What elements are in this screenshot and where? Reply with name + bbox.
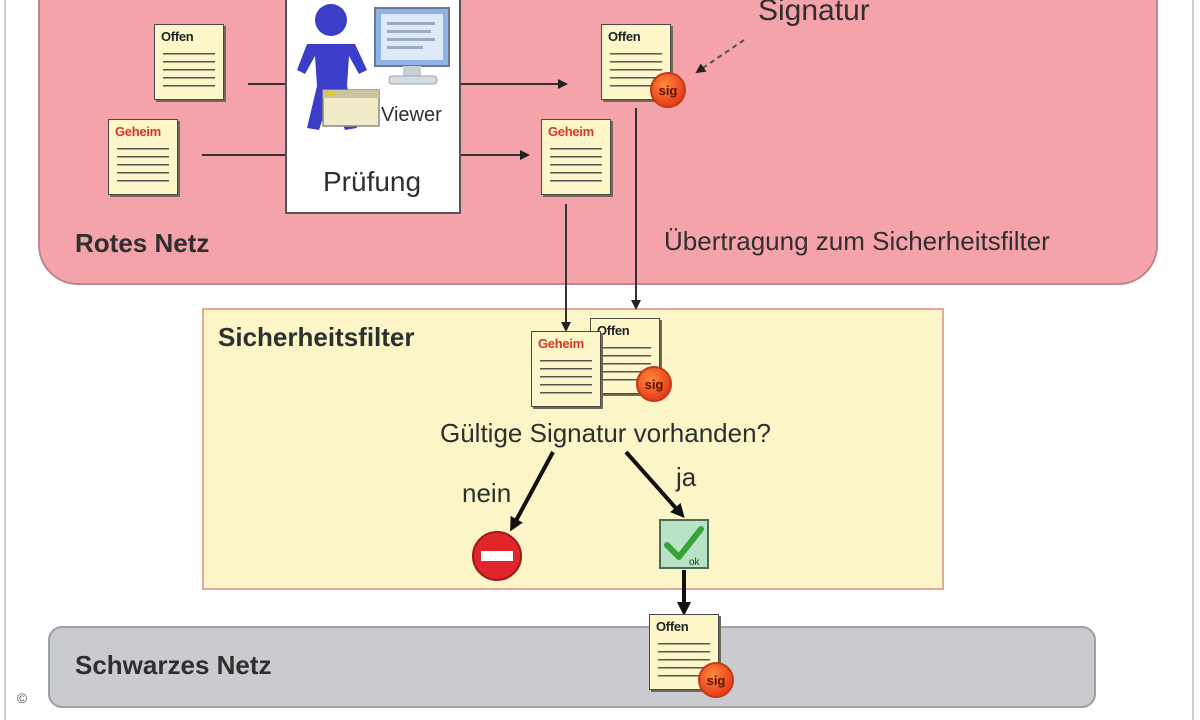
- signature-question: Gültige Signatur vorhanden?: [440, 418, 772, 448]
- document-geheim-filter: Geheim: [531, 331, 601, 407]
- signature-badge: sig: [636, 366, 672, 402]
- document-lines: [117, 148, 169, 188]
- document-offen-label: Offen: [161, 29, 194, 44]
- pruefung-box: Viewer Prüfung: [285, 0, 461, 214]
- document-geheim-output: Geheim: [541, 119, 611, 195]
- document-offen-label: Offen: [656, 619, 689, 634]
- signature-label: Signatur: [758, 0, 870, 27]
- decision-no-label: nein: [462, 478, 512, 508]
- copyright-symbol: ©: [16, 690, 28, 706]
- transfer-label: Übertragung zum Sicherheitsfilter: [664, 226, 1050, 256]
- decision-yes-label: ja: [676, 462, 697, 492]
- pruefung-label: Prüfung: [323, 166, 422, 197]
- red-network-label: Rotes Netz: [75, 228, 210, 258]
- black-network-label: Schwarzes Netz: [75, 650, 272, 680]
- document-offen-label: Offen: [608, 29, 641, 44]
- document-geheim-label: Geheim: [538, 336, 584, 351]
- right-frame-line: [1192, 0, 1194, 720]
- document-lines: [163, 53, 215, 93]
- document-geheim-label: Geheim: [548, 124, 594, 139]
- signature-badge: sig: [698, 662, 734, 698]
- reviewer-viewer-icon: [297, 4, 450, 130]
- signature-badge: sig: [650, 72, 686, 108]
- viewer-label: Viewer: [381, 104, 442, 126]
- document-offen-input: Offen: [154, 24, 224, 100]
- document-geheim-label: Geheim: [115, 124, 161, 139]
- document-lines: [550, 148, 602, 188]
- document-geheim-input: Geheim: [108, 119, 178, 195]
- document-offen-black: Offen: [649, 614, 719, 690]
- svg-text:ok: ok: [689, 557, 701, 568]
- security-filter-label: Sicherheitsfilter: [218, 322, 415, 352]
- document-offen-label: Offen: [597, 323, 630, 338]
- document-lines: [540, 360, 592, 400]
- stop-icon: [472, 531, 522, 581]
- left-frame-line: [4, 0, 6, 720]
- ok-check-icon: ok: [659, 519, 709, 569]
- black-network-zone: [48, 626, 1096, 708]
